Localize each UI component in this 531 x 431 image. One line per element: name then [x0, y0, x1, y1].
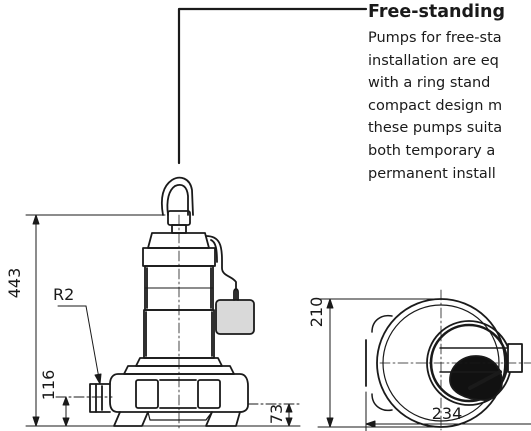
cable	[160, 176, 194, 216]
callout-line: permanent install	[368, 165, 496, 182]
callout-line: Pumps for free-sta	[368, 30, 502, 46]
callout-line: installation are eq	[368, 52, 499, 69]
dim-top-width: 234	[432, 404, 463, 423]
dim-radius: R2	[53, 285, 74, 304]
side-dimensions	[25, 214, 301, 427]
dim-outlet-height: 116	[39, 370, 58, 401]
callout-line: these pumps suita	[368, 120, 503, 137]
discharge-outlet	[89, 383, 111, 413]
pump-side-view	[89, 176, 255, 429]
dim-top-depth: 210	[307, 297, 326, 328]
dim-overall-height: 443	[5, 268, 24, 299]
stand-feet	[113, 411, 149, 427]
callout-description: Pumps for free-sta installation are eq w…	[368, 27, 531, 185]
callout-line: compact design m	[368, 97, 503, 114]
top-view-impeller	[449, 355, 503, 401]
callout-leader	[177, 7, 368, 165]
callout-title: Free-standing	[368, 2, 506, 22]
motor-top-cap	[147, 232, 210, 249]
pump-top-view	[365, 289, 531, 431]
callout-line: with a ring stand	[368, 75, 491, 92]
float-switch	[215, 299, 255, 335]
float-cable	[205, 235, 237, 301]
top-dimensions	[317, 298, 531, 431]
dim-base-height: 73	[267, 404, 286, 424]
callout-line: both temporary a	[368, 142, 496, 159]
